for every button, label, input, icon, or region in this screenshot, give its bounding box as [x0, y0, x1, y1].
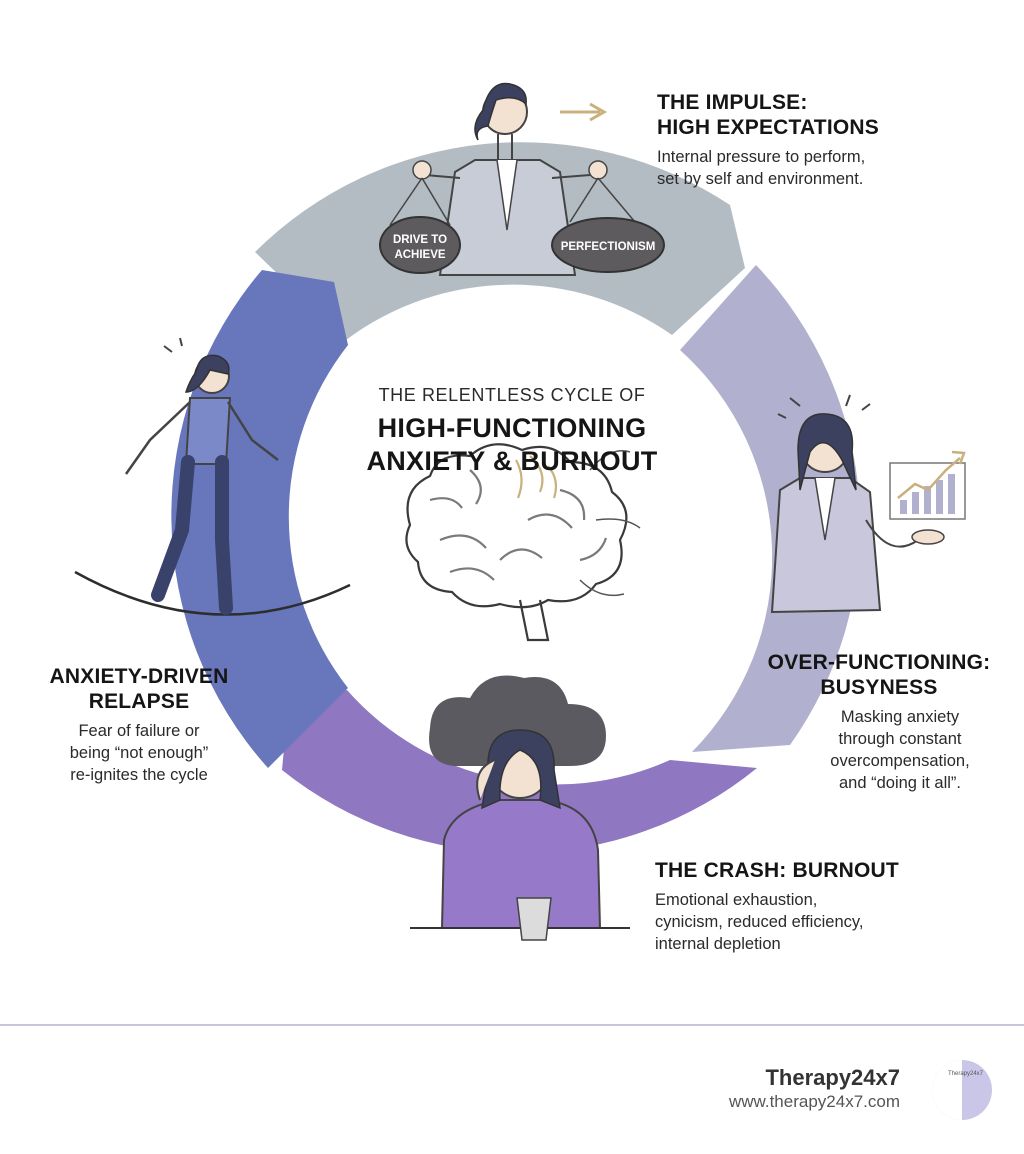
brain-icon	[405, 443, 641, 642]
segment-relapse	[171, 270, 348, 768]
tag-achieve: ACHIEVE	[394, 249, 445, 261]
therapy-logo: Therapy24x7	[932, 1060, 992, 1120]
figure-tightrope-walker	[74, 337, 351, 616]
stage-title-over-functioning: OVER-FUNCTIONING: BUSYNESS	[767, 651, 991, 699]
cycle-subtitle: THE RELENTLESS CYCLE OF	[378, 385, 646, 405]
tag-perfectionism: PERFECTIONISM	[561, 241, 656, 253]
segment-burnout	[282, 690, 757, 853]
figure-busy-woman	[770, 394, 966, 614]
stage-title-burnout: THE CRASH: BURNOUT	[655, 859, 899, 882]
footer-divider	[0, 1024, 1024, 1026]
stage-title-relapse: ANXIETY-DRIVEN RELAPSE	[49, 665, 229, 713]
arrow-icon	[560, 102, 608, 122]
logo-text: Therapy24x7	[948, 1071, 984, 1077]
stage-desc-high-expectations: Internal pressure to perform, set by sel…	[657, 148, 866, 188]
figure-balancing-weights: DRIVE TO ACHIEVE PERFECTIONISM	[379, 82, 665, 276]
stage-title-high-expectations: THE IMPULSE: HIGH EXPECTATIONS	[657, 91, 879, 139]
cycle-title: HIGH-FUNCTIONING ANXIETY & BURNOUT	[366, 413, 658, 476]
segment-over-functioning	[680, 265, 861, 752]
stage-desc-relapse: Fear of failure or being “not enough” re…	[69, 722, 209, 784]
tag-drive-to: DRIVE TO	[393, 234, 447, 246]
stage-desc-over-functioning: Masking anxiety through constant overcom…	[830, 708, 970, 792]
stage-desc-burnout: Emotional exhaustion, cynicism, reduced …	[655, 891, 864, 953]
figure-exhausted-woman	[410, 675, 630, 941]
brand-url[interactable]: www.therapy24x7.com	[728, 1092, 900, 1111]
brand-name: Therapy24x7	[765, 1065, 900, 1090]
